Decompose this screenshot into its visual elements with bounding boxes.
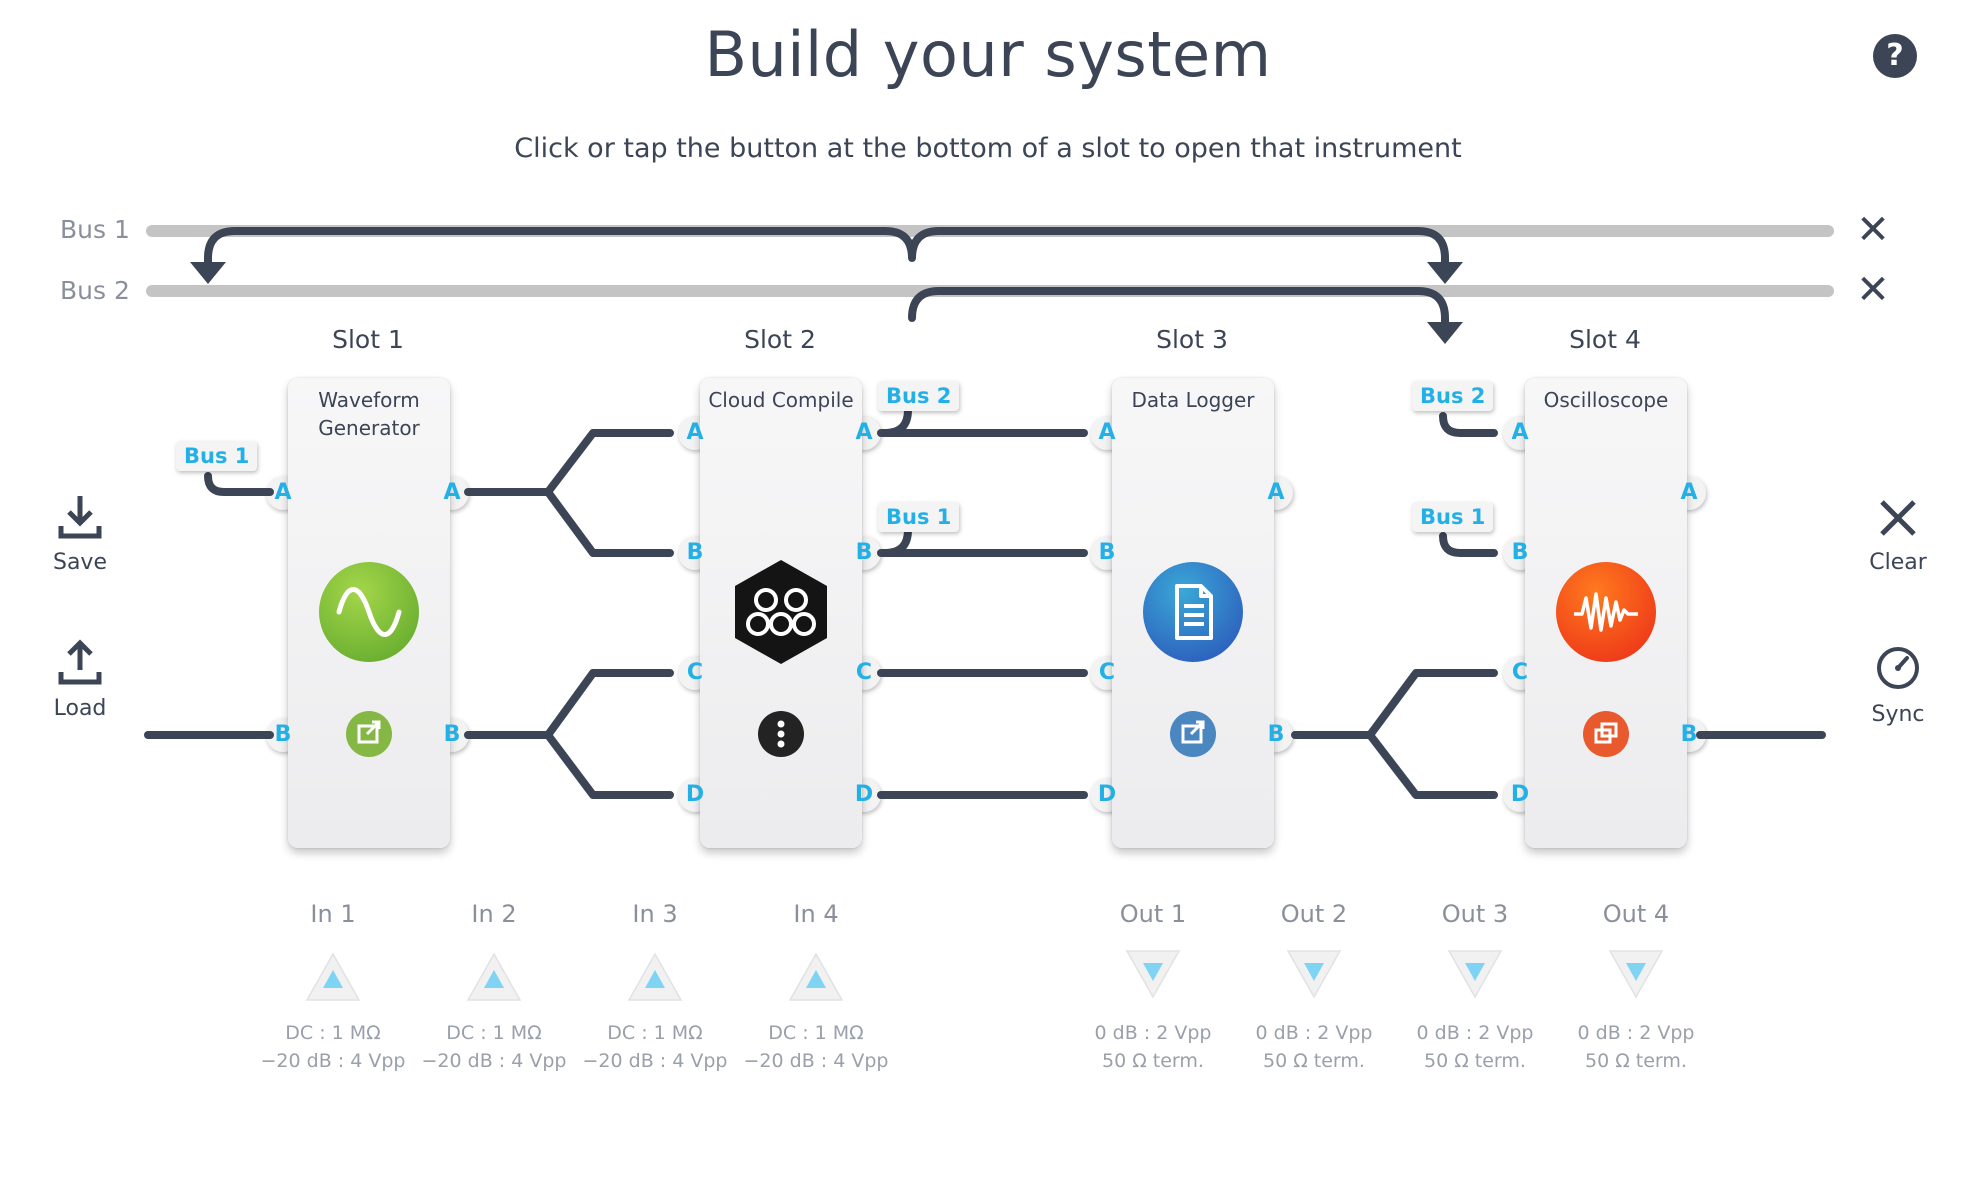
open-oscilloscope-button[interactable] xyxy=(1583,711,1629,757)
open-waveform-generator-button[interactable] xyxy=(346,711,392,757)
slot-2-output-c[interactable]: C xyxy=(847,656,881,690)
slot-3-input-a[interactable]: A xyxy=(1090,416,1124,450)
slot-2-input-d[interactable]: D xyxy=(678,778,712,812)
open-external-icon xyxy=(1181,720,1205,744)
slot-4-input-a-bus-tag[interactable]: Bus 2 xyxy=(1412,381,1494,411)
slot-3-input-d[interactable]: D xyxy=(1090,778,1124,812)
save-button[interactable]: Save xyxy=(30,492,130,575)
slot-3-instrument-name: Data Logger xyxy=(1131,388,1255,412)
windows-icon xyxy=(1594,722,1618,744)
input-1-label: In 1 xyxy=(310,900,356,928)
page-subtitle: Click or tap the button at the bottom of… xyxy=(514,133,1462,164)
bus-1-label: Bus 1 xyxy=(60,215,130,244)
clear-label: Clear xyxy=(1869,550,1927,575)
input-4-label: In 4 xyxy=(793,900,839,928)
slot-4-input-a[interactable]: A xyxy=(1503,416,1537,450)
output-1-settings-button[interactable] xyxy=(1125,945,1181,1001)
slot-4-input-c[interactable]: C xyxy=(1503,656,1537,690)
slot-1-input-a[interactable]: A xyxy=(266,476,300,510)
document-icon xyxy=(1143,562,1243,662)
download-icon xyxy=(58,496,102,539)
cloud-compile-menu-button[interactable] xyxy=(758,711,804,757)
slot-4-input-b[interactable]: B xyxy=(1503,536,1537,570)
output-3-label: Out 3 xyxy=(1441,900,1509,928)
clear-button[interactable]: Clear xyxy=(1848,496,1948,575)
input-2-spec: DC : 1 MΩ−20 dB : 4 Vpp xyxy=(421,1022,567,1072)
slot-2-input-a[interactable]: A xyxy=(678,416,712,450)
slot-3-title: Slot 3 xyxy=(1156,325,1228,354)
sine-wave-icon xyxy=(319,562,419,662)
input-3-spec: DC : 1 MΩ−20 dB : 4 Vpp xyxy=(582,1022,728,1072)
slot-4-instrument-name: Oscilloscope xyxy=(1543,388,1669,412)
upload-icon xyxy=(58,639,102,685)
slot-1-input-a-bus-tag[interactable]: Bus 1 xyxy=(176,441,258,471)
slot-3-input-b[interactable]: B xyxy=(1090,536,1124,570)
slot-2-output-b-bus-tag[interactable]: Bus 1 xyxy=(878,502,960,532)
cloud-compile-icon xyxy=(735,560,827,664)
slot-3-card: Data Logger xyxy=(1112,378,1274,848)
input-3-settings-button[interactable] xyxy=(627,950,683,1006)
slot-2-output-b[interactable]: B xyxy=(847,536,881,570)
more-vertical-icon xyxy=(777,720,785,748)
slot-2-input-b[interactable]: B xyxy=(678,536,712,570)
slot-1-output-b[interactable]: B xyxy=(435,718,469,752)
slot-2-card: Cloud Compile xyxy=(700,378,862,848)
slot-2-output-d[interactable]: D xyxy=(847,778,881,812)
output-4-settings-button[interactable] xyxy=(1608,945,1664,1001)
bus-2-label: Bus 2 xyxy=(60,276,130,305)
slot-4-card: Oscilloscope xyxy=(1525,378,1687,848)
sync-button[interactable]: Sync xyxy=(1848,644,1948,727)
output-3-settings-button[interactable] xyxy=(1447,945,1503,1001)
sync-label: Sync xyxy=(1871,702,1925,727)
slot-4-input-b-bus-tag[interactable]: Bus 1 xyxy=(1412,502,1494,532)
output-2-settings-button[interactable] xyxy=(1286,945,1342,1001)
input-2-label: In 2 xyxy=(471,900,517,928)
slot-1-input-b[interactable]: B xyxy=(266,718,300,752)
slot-2-title: Slot 2 xyxy=(744,325,816,354)
oscilloscope-wave-icon xyxy=(1556,562,1656,662)
slot-1-instrument-name: Waveform Generator xyxy=(318,388,420,440)
input-1-spec: DC : 1 MΩ−20 dB : 4 Vpp xyxy=(260,1022,406,1072)
slot-4-input-d[interactable]: D xyxy=(1503,778,1537,812)
output-1-label: Out 1 xyxy=(1119,900,1187,928)
input-2-settings-button[interactable] xyxy=(466,950,522,1006)
bus-1-connector xyxy=(204,227,1449,276)
slot-3-output-b[interactable]: B xyxy=(1259,718,1293,752)
page-title: Build your system xyxy=(704,18,1272,91)
help-button[interactable]: ? xyxy=(1873,34,1917,78)
remove-bus-2-button[interactable]: ✕ xyxy=(1856,267,1890,313)
slot-2-output-a-bus-tag[interactable]: Bus 2 xyxy=(878,381,960,411)
remove-bus-1-button[interactable]: ✕ xyxy=(1856,207,1890,253)
slot-4-title: Slot 4 xyxy=(1569,325,1641,354)
input-1-settings-button[interactable] xyxy=(305,950,361,1006)
output-2-label: Out 2 xyxy=(1280,900,1348,928)
slot-3-input-c[interactable]: C xyxy=(1090,656,1124,690)
input-4-spec: DC : 1 MΩ−20 dB : 4 Vpp xyxy=(743,1022,889,1072)
open-external-icon xyxy=(357,720,381,744)
input-4-settings-button[interactable] xyxy=(788,950,844,1006)
output-4-label: Out 4 xyxy=(1602,900,1670,928)
save-label: Save xyxy=(52,550,107,575)
slot-1-title: Slot 1 xyxy=(332,325,404,354)
slot-1-card: Waveform Generator xyxy=(288,378,450,848)
input-3-label: In 3 xyxy=(632,900,678,928)
slot-2-output-a[interactable]: A xyxy=(847,416,881,450)
slot-4-output-b[interactable]: B xyxy=(1672,718,1706,752)
close-icon xyxy=(1880,500,1916,536)
slot-2-input-c[interactable]: C xyxy=(678,656,712,690)
load-label: Load xyxy=(53,696,107,721)
slot-1-output-a[interactable]: A xyxy=(435,476,469,510)
slot-4-output-a[interactable]: A xyxy=(1672,476,1706,510)
slot-3-output-a[interactable]: A xyxy=(1259,476,1293,510)
bus-2-connector xyxy=(908,287,1449,336)
load-button[interactable]: Load xyxy=(30,638,130,721)
gauge-icon xyxy=(1877,647,1919,689)
slot-2-instrument-name: Cloud Compile xyxy=(708,388,854,412)
open-data-logger-button[interactable] xyxy=(1170,711,1216,757)
